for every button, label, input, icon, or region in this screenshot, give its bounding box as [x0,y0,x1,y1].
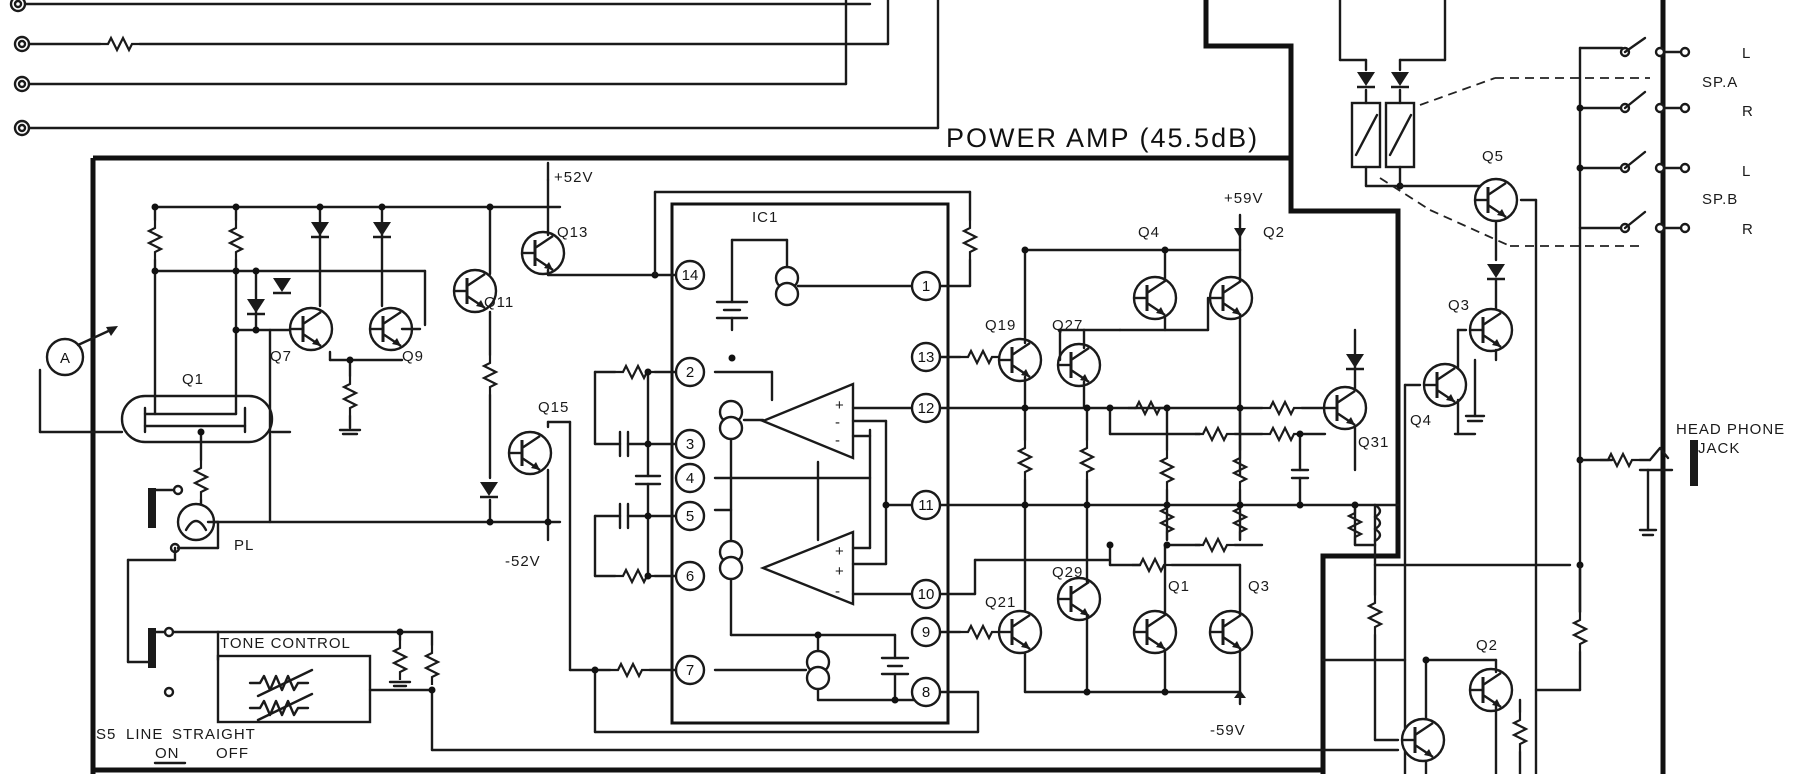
sp-b-left: L [1742,163,1751,180]
q11-label: Q11 [484,294,514,311]
ic-pin-13: 13 [918,349,935,366]
ic-pin-3: 3 [686,436,694,453]
svg-text:+: + [835,543,845,560]
svg-text:-: - [835,432,841,449]
ic1-pins: 14 1 2 13 12 3 4 5 11 6 10 9 7 8 [674,259,942,708]
ic-pin-6: 6 [686,568,694,585]
q5-label: Q5 [1482,148,1504,165]
q1-label: Q1 [182,371,204,388]
switch-name: S5 [96,726,116,743]
meter-a [45,337,85,377]
q3-right-label: Q3 [1448,297,1470,314]
q2-upper-label: Q2 [1263,224,1285,241]
q15-label: Q15 [538,399,569,416]
svg-text:-: - [835,414,841,431]
switch-straight: STRAIGHT [172,726,256,743]
q13-label: Q13 [557,224,588,241]
headphone-label-2: JACK [1698,440,1740,457]
q31-label: Q31 [1358,434,1389,451]
sp-a-label: SP.A [1702,74,1738,91]
output-stage: +59V Q2 Q4 Q19 Q27 [938,190,1572,739]
relay-section: Q5 Q3 Q4 Q2 [1321,0,1650,774]
switch-on: ON [155,745,180,762]
ic-pin-7: 7 [686,662,694,679]
line-straight-switch: TONE CONTROL S5 LINE STRAIGHT ON OFF [96,546,440,765]
ic-pin-2: 2 [686,364,694,381]
ic-pin-4: 4 [686,470,694,487]
headphone-label-1: HEAD PHONE [1676,421,1785,438]
ic-pin-11: 11 [918,497,934,514]
q27-label: Q27 [1052,317,1083,334]
sp-b-label: SP.B [1702,191,1738,208]
tone-control-label: TONE CONTROL [220,635,351,652]
rail-pos52: +52V [554,169,593,186]
ic1-label: IC1 [752,209,778,226]
rail-neg59: -59V [1210,722,1246,739]
q7-label: Q7 [270,348,292,365]
q1-lower-label: Q1 [1168,578,1190,595]
headphone-jack: HEAD PHONE JACK [1578,421,1785,537]
sp-a-right: R [1742,103,1754,120]
q2-right-label: Q2 [1476,637,1498,654]
ic-pin-10: 10 [918,586,935,603]
q19-label: Q19 [985,317,1016,334]
ic-pin-1: 1 [922,278,930,295]
meter-a-label: A [60,350,70,367]
speaker-selector: L SP.A R L SP.B R [1534,36,1754,692]
sp-a-left: L [1742,45,1751,62]
rail-neg52: -52V [505,553,541,570]
q3-lower-label: Q3 [1248,578,1270,595]
pilot-lamp-label: PL [234,537,254,554]
ic-pin-14: 14 [682,267,699,284]
input-stage: A Q7 Q9 Q11 Q13 [38,161,678,672]
sp-b-right: R [1742,221,1754,238]
rail-pos59: +59V [1224,190,1263,207]
q4-right-label: Q4 [1410,412,1432,429]
svg-text:+: + [835,397,845,414]
ic-pin-12: 12 [918,400,935,417]
input-lines [9,0,940,137]
ic-pin-8: 8 [922,684,930,701]
ic-pin-9: 9 [922,624,930,641]
q9-label: Q9 [402,348,424,365]
switch-line: LINE [126,726,163,743]
q1-dual-fet [120,394,274,444]
switch-off: OFF [216,745,249,762]
rc-network [593,364,678,584]
q4-upper-label: Q4 [1138,224,1160,241]
ic-pin-5: 5 [686,508,694,525]
q21-label: Q21 [985,594,1016,611]
ic1-box: IC1 +-- ++- [670,202,950,725]
q29-label: Q29 [1052,564,1083,581]
svg-text:+: + [835,563,845,580]
svg-text:-: - [835,583,841,600]
block-title: POWER AMP (45.5dB) [946,123,1259,153]
pilot-lamp: PL [148,484,254,554]
